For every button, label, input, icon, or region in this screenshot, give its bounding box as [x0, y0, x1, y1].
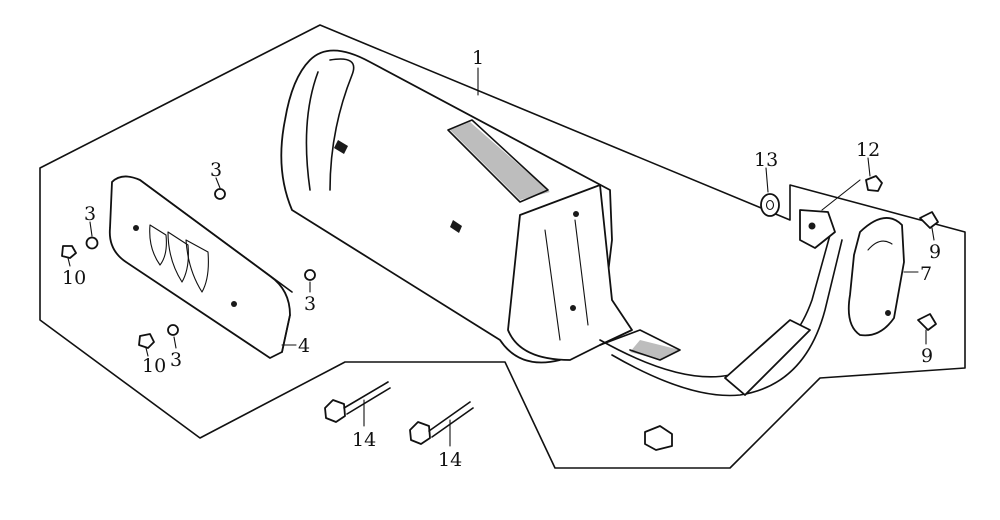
leader-3b [89, 221, 93, 237]
muffler-body [280, 49, 681, 364]
leader-10b [145, 347, 149, 357]
bolt-9-bottom [917, 313, 937, 331]
callout-10-left: 10 [62, 267, 86, 289]
washer-13 [760, 193, 780, 217]
heat-shield [108, 175, 293, 359]
callout-14-right: 14 [438, 449, 462, 471]
nut-12 [865, 175, 883, 192]
leader-9a [931, 227, 935, 241]
leader-13 [765, 167, 769, 193]
leader-3d [173, 336, 177, 349]
nut-3-top [214, 188, 226, 200]
callout-13: 13 [754, 149, 778, 171]
leader-10a [67, 257, 71, 267]
bolt-9-top [919, 211, 939, 229]
nut-3-bottom [167, 324, 179, 336]
callout-3-right: 3 [304, 293, 316, 315]
callout-4: 4 [298, 335, 310, 357]
callout-1: 1 [472, 47, 484, 69]
callout-7: 7 [920, 263, 932, 285]
assembly-boundary [39, 24, 966, 469]
exhaust-cover [847, 217, 905, 337]
bolt-10-bottom [138, 333, 155, 349]
nut-3-left [85, 236, 99, 250]
bolt-14-right [409, 401, 474, 445]
leader-12 [867, 157, 871, 177]
leader-3a [215, 177, 221, 189]
callout-9-bottom: 9 [921, 345, 933, 367]
leader-12b [821, 179, 861, 211]
callout-12: 12 [856, 139, 880, 161]
callout-3-left: 3 [84, 203, 96, 225]
washer-13-hole [765, 199, 775, 211]
exhaust-pipe [599, 209, 843, 397]
callout-14-left: 14 [352, 429, 376, 451]
nut-3-right [304, 269, 316, 281]
callout-3-top: 3 [210, 159, 222, 181]
callout-9-top: 9 [929, 241, 941, 263]
callout-10-bottom: 10 [142, 355, 166, 377]
nut-bottom [644, 425, 673, 451]
bolt-14-left [324, 381, 391, 423]
callout-3-bottom: 3 [170, 349, 182, 371]
bolt-10-left [61, 245, 77, 259]
